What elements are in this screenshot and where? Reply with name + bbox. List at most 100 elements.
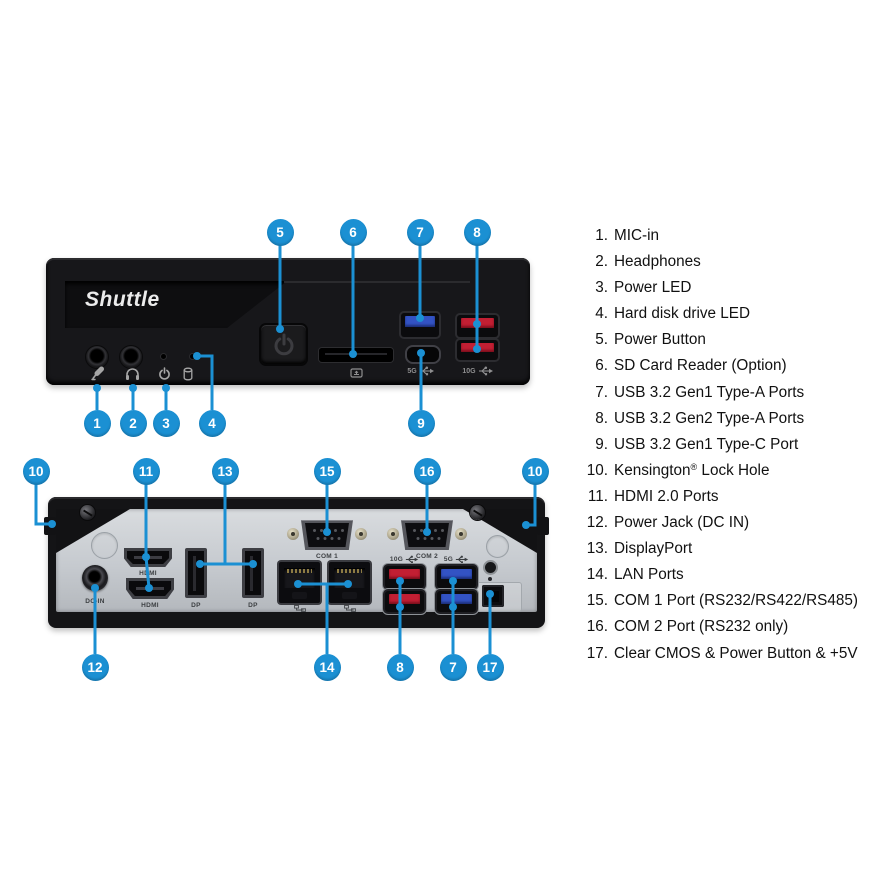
legend-item-11: 11. HDMI 2.0 Ports [570,488,892,514]
callout-8-back: 8 [386,653,414,681]
legend-label: COM 1 Port (RS232/RS422/RS485) [614,592,859,610]
dc-in-jack [82,565,108,591]
callout-6: 6 [339,218,367,246]
callout-7: 7 [406,218,434,246]
usb-blue-tab [441,594,472,604]
power-button-icon [274,333,293,355]
legend-num: 8. [595,409,608,427]
legend-label: Clear CMOS & Power Button & +5V [614,644,858,662]
dc-in-label: DC-IN [78,597,112,605]
com2-port [401,520,453,550]
callout-11: 11 [132,457,160,485]
legend-item-8: 8. USB 3.2 Gen2 Type-A Ports [570,410,892,436]
callout-12: 12 [81,653,109,681]
usb-a-gen1-back-port-top [437,566,476,588]
clear-cmos-button [482,585,504,607]
com-pins [313,529,316,532]
displayport-1 [185,548,207,598]
usb-a-gen2-back-port-bottom [385,591,424,612]
com-pins [413,529,416,532]
kensington-lock-hole-right [537,517,549,535]
displayport-2 [242,548,264,598]
legend-num: 2. [595,253,608,271]
legend-num: 11. [587,487,608,505]
legend-num: 15. [586,592,608,610]
mic-jack [86,346,108,368]
lan-port-1 [279,562,320,603]
kensington-lock-hole-left [44,517,56,535]
callout-1: 1 [83,409,111,437]
legend-label: COM 2 Port (RS232 only) [614,618,789,636]
com-opening [405,523,449,547]
callout-5: 5 [266,218,294,246]
legend-label: USB 3.2 Gen2 Type-A Ports [614,409,805,427]
callout-8: 8 [463,218,491,246]
legend-label: DisplayPort [614,540,693,558]
usb-red-tab [389,569,420,580]
sd-card-icon [350,368,363,378]
usb-5g-back-label: 5G [435,555,478,564]
power-button [259,323,308,366]
usb-a-gen2-back-port-top [385,566,424,588]
com2-label: COM 2 [401,552,453,560]
callout-17: 17 [476,653,504,681]
legend-label: USB 3.2 Gen1 Type-A Ports [614,383,805,401]
legend-label: HDMI 2.0 Ports [614,487,719,505]
dp-tongue [192,555,196,591]
hdd-led-icon [183,367,193,381]
usb-red-tab [461,343,494,353]
legend-num: 10. [586,461,608,479]
legend-num: 9. [595,435,608,453]
legend-label: Headphones [614,253,701,271]
legend-list: 1.MIC-in 2.Headphones 3.Power LED 4.Hard… [570,227,892,671]
shuttle-logo: Shuttle [85,288,160,311]
com1-port [301,520,353,550]
callout-13: 13 [211,457,239,485]
usb-10g-back-label: 10G [383,555,426,564]
callout-7-back: 7 [439,653,467,681]
usb-trident-icon [478,366,493,376]
usb-blue-tab [441,569,472,580]
legend-num: 4. [595,305,608,323]
usb-5g-back-text: 5G [443,556,454,563]
usb-trident-icon [419,366,434,376]
legend-item-13: 13.DisplayPort [570,540,892,566]
headphones-icon [126,368,139,380]
usb-a-gen1-back-port-bottom [437,591,476,612]
legend-label: Hard disk drive LED [614,305,751,323]
hdmi-port-top [124,548,172,567]
lan-network-icon [294,605,306,612]
callout-16: 16 [413,457,441,485]
screw-icon [80,505,95,520]
lan-contacts [287,569,312,573]
hdmi-tongue [135,586,165,590]
dp2-label: DP [242,601,264,609]
callout-15: 15 [313,457,341,485]
dp-tongue [249,555,253,591]
legend-item-16: 16.COM 2 Port (RS232 only) [570,618,892,644]
usb-10g-label: 10G [453,366,503,376]
legend-label: Power LED [614,279,692,297]
power-led-icon [159,367,170,380]
usb-5g-text: 5G [407,367,417,375]
usb-red-tab [461,318,494,329]
lan-contacts [337,569,362,573]
legend-item-15: 15. COM 1 Port (RS232/RS422/RS485) [570,592,892,618]
legend-label-post: Lock Hole [697,461,770,479]
usb-red-tab [389,594,420,604]
legend-item-14: 14.LAN Ports [570,566,892,592]
headphone-jack [120,346,142,368]
com-opening [305,523,349,547]
callout-9: 9 [407,409,435,437]
hdd-led [190,354,195,359]
callout-3: 3 [152,409,180,437]
legend-label: USB 3.2 Gen1 Type-C Port [614,435,799,453]
legend-item-10: 10.Kensington® Lock Hole [570,462,892,488]
callout-4: 4 [198,409,226,437]
registered-mark: ® [690,461,698,472]
usb-a-gen1-front-port [401,313,439,337]
usb-a-gen2-front-port-bottom [457,340,498,360]
usb-10g-back-text: 10G [389,556,404,563]
legend-item-4: 4. Hard disk drive LED [570,305,892,331]
